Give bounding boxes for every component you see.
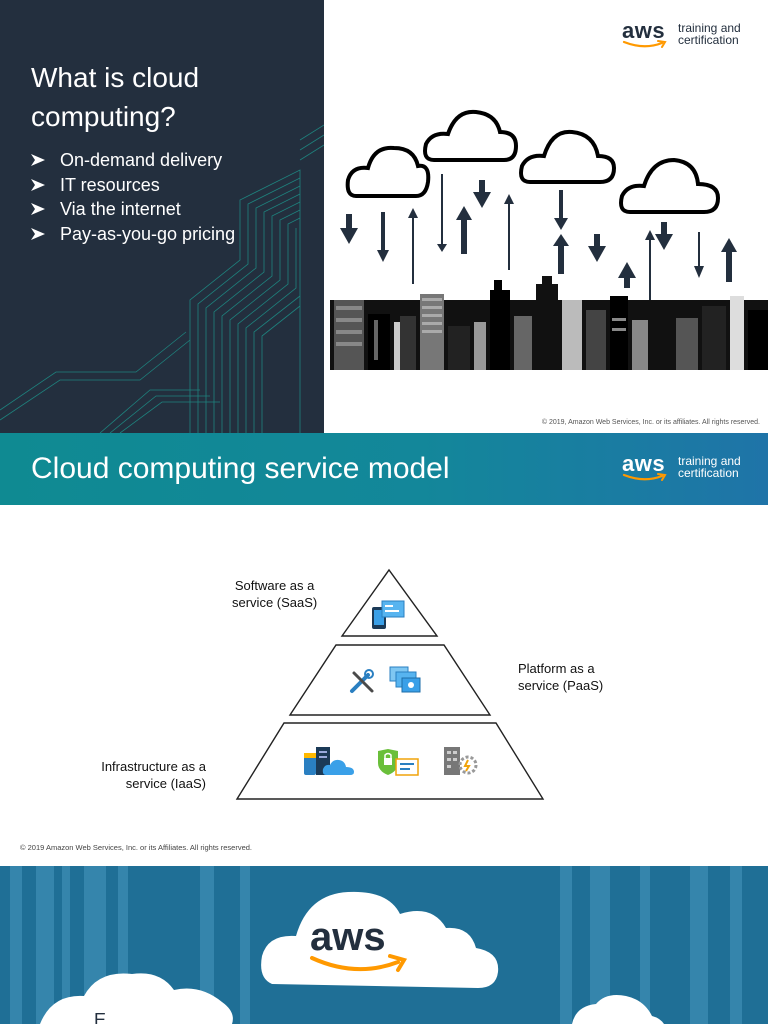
illustration-panel: aws training and certification — [324, 0, 768, 433]
arrow-up-icon — [721, 238, 737, 282]
arrow-down-icon — [340, 214, 358, 244]
slide-title: What is cloud computing? — [31, 58, 311, 136]
aws-training-logo: aws training and certification — [620, 451, 741, 483]
arrowhead-bullet-icon — [31, 227, 45, 240]
pyramid-tier-saas — [340, 568, 439, 637]
cloud-icon — [261, 891, 499, 988]
slide-aws-cloud-partial: aws E — [0, 866, 768, 1024]
bullet-text: On-demand delivery — [60, 150, 223, 170]
decorative-circuit-lines — [0, 124, 324, 433]
arrow-up-icon — [504, 194, 514, 270]
aws-logo-subtitle: training and certification — [678, 455, 741, 479]
arrow-down-icon — [655, 222, 673, 250]
arrow-down-icon — [554, 190, 568, 230]
paas-label: Platform as a service (PaaS) — [518, 660, 603, 694]
cloud-icon — [572, 995, 664, 1024]
aws-logo-word: aws — [310, 915, 386, 959]
bullet-list: On-demand delivery IT resources Via the … — [31, 148, 235, 246]
bullet-text: Pay-as-you-go pricing — [60, 223, 236, 244]
pyramid-tier-iaas — [235, 722, 545, 800]
arrow-up-icon — [456, 206, 472, 254]
pyramid-tier-paas — [288, 644, 492, 716]
bullet-text: IT resources — [60, 174, 160, 195]
saas-label-line-2: service (SaaS) — [232, 595, 318, 610]
title-line-1: What is cloud — [31, 62, 200, 93]
service-model-pyramid — [235, 568, 545, 800]
aws-logo-word: aws — [622, 18, 666, 43]
bullet-item: Pay-as-you-go pricing — [31, 222, 235, 247]
mobile-app-icon — [372, 600, 405, 629]
arrowhead-bullet-icon — [31, 178, 45, 191]
cloud-icon — [40, 973, 233, 1024]
aws-smile-icon — [310, 956, 400, 972]
slide-what-is-cloud-computing: What is cloud computing? On-demand deliv… — [0, 0, 768, 433]
aws-smile-icon — [622, 40, 667, 48]
arrow-down-icon — [437, 174, 447, 252]
copyright-text: © 2019, Amazon Web Services, Inc. or its… — [541, 419, 760, 426]
partial-text: E — [94, 1010, 106, 1024]
aws-logo-subtitle: training and certification — [678, 22, 741, 46]
logo-sub-line-2: certification — [678, 466, 739, 480]
aws-logo-word: aws — [622, 451, 666, 476]
arrow-down-icon — [377, 212, 389, 262]
aws-cloud-banner: aws E — [10, 866, 742, 1024]
arrow-down-icon — [588, 234, 606, 262]
bullet-text: Via the internet — [60, 199, 181, 219]
logo-sub-line-1: training and — [678, 454, 741, 468]
slide-title: Cloud computing service model — [31, 452, 450, 485]
slide-cloud-service-model: Cloud computing service model aws traini… — [0, 433, 768, 866]
bullet-item: On-demand delivery — [31, 148, 235, 173]
saas-label: Software as a service (SaaS) — [232, 577, 317, 611]
bullet-item: Via the internet — [31, 197, 235, 222]
paas-label-line-2: service (PaaS) — [518, 678, 604, 693]
slide-header-bar: Cloud computing service model aws traini… — [0, 433, 768, 505]
server-gear-icon — [444, 747, 478, 775]
cloud-city-illustration — [330, 109, 768, 370]
tools-icon — [350, 669, 374, 693]
arrow-up-icon — [645, 230, 655, 306]
city-skyline — [330, 276, 768, 370]
aws-training-logo: aws training and certification — [620, 18, 741, 50]
arrowhead-bullet-icon — [31, 154, 45, 167]
shield-certificate-icon — [378, 749, 419, 776]
paas-label-line-1: Platform as a — [518, 661, 595, 676]
copyright-text: © 2019 Amazon Web Services, Inc. or its … — [20, 843, 253, 852]
arrow-down-icon — [473, 180, 491, 208]
aws-smile-icon — [622, 473, 667, 481]
database-cloud-icon — [304, 747, 354, 775]
saas-label-line-1: Software as a — [234, 578, 315, 593]
cloud-icon — [345, 109, 721, 214]
arrow-down-icon — [694, 232, 704, 278]
iaas-label: Infrastructure as a service (IaaS) — [80, 758, 206, 792]
arrow-up-icon — [618, 262, 636, 288]
title-line-2: computing? — [31, 101, 176, 132]
iaas-label-line-1: Infrastructure as a — [101, 759, 206, 774]
iaas-label-line-2: service (IaaS) — [125, 776, 206, 791]
logo-sub-line-1: training and — [678, 21, 741, 35]
arrow-up-icon — [553, 234, 569, 274]
logo-sub-line-2: certification — [678, 33, 739, 47]
arrowhead-bullet-icon — [31, 203, 45, 216]
dark-title-panel: What is cloud computing? On-demand deliv… — [0, 0, 324, 433]
arrow-up-icon — [408, 208, 418, 284]
monitors-icon — [389, 666, 421, 693]
bullet-item: IT resources — [31, 173, 235, 198]
